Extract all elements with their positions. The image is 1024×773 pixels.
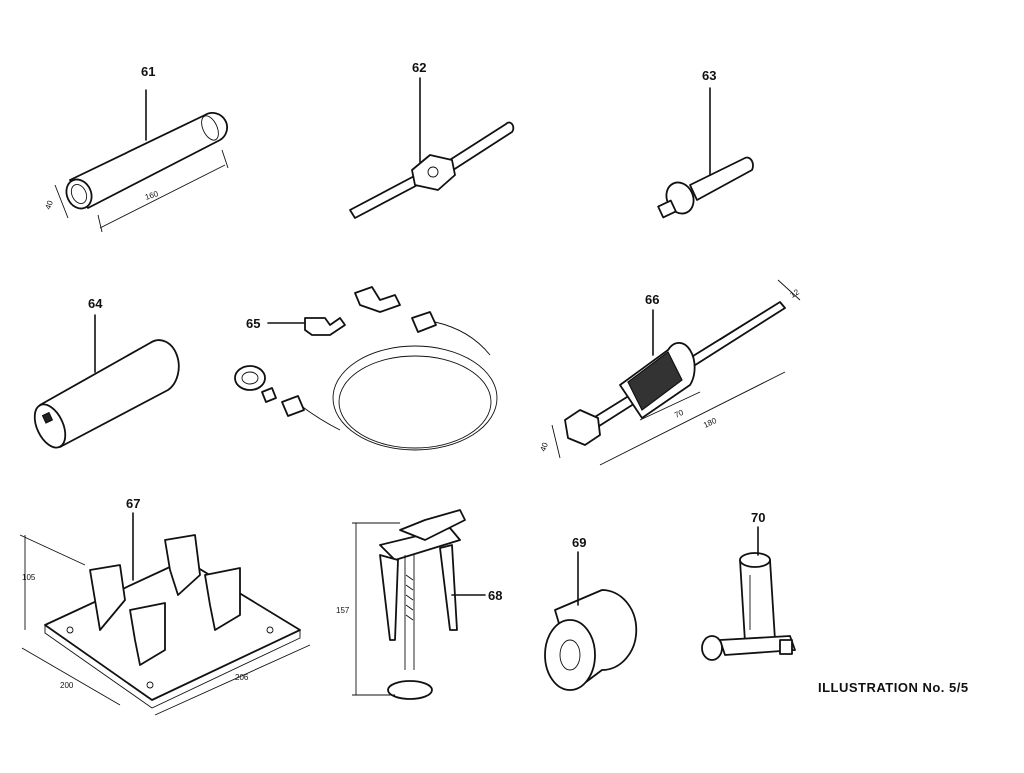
part-69-label: 69 (572, 535, 586, 550)
part-64-label: 64 (88, 296, 103, 311)
part-66-dim-grip: 70 (673, 408, 685, 420)
part-63-stepped-pin (657, 87, 754, 219)
part-68-label: 68 (488, 588, 502, 603)
part-70-adapter (701, 526, 796, 661)
part-67-label: 67 (126, 496, 140, 511)
part-65-label: 65 (246, 316, 260, 331)
part-66-slide-hammer (551, 279, 801, 466)
part-62-label: 62 (412, 60, 426, 75)
part-67-dim-length: 206 (235, 673, 249, 682)
part-70-label: 70 (751, 510, 765, 525)
part-67-dim-height: 105 (22, 573, 36, 582)
part-63-label: 63 (702, 68, 716, 83)
part-67-stand-plate (19, 512, 311, 716)
part-67-dim-width: 200 (60, 681, 74, 690)
part-66-dim-length: 180 (702, 416, 718, 430)
part-61-dim-length: 160 (144, 189, 160, 202)
part-62-tap-wrench (349, 77, 515, 219)
part-64-sleeve (33, 314, 180, 449)
part-69-spacer (544, 551, 638, 691)
part-61-dim-diameter: 40 (43, 199, 55, 211)
part-61-label: 61 (141, 64, 155, 79)
part-61-tube (54, 89, 229, 233)
part-65-hose-kit (234, 286, 498, 451)
part-68-puller (352, 509, 486, 700)
part-66-dim-diameter: 40 (538, 441, 550, 453)
part-68-dim-height: 157 (336, 606, 350, 615)
part-66-label: 66 (645, 292, 659, 307)
part-66-dim-thread: 12 (789, 287, 802, 300)
illustration-caption: ILLUSTRATION No. 5/5 (818, 680, 969, 695)
